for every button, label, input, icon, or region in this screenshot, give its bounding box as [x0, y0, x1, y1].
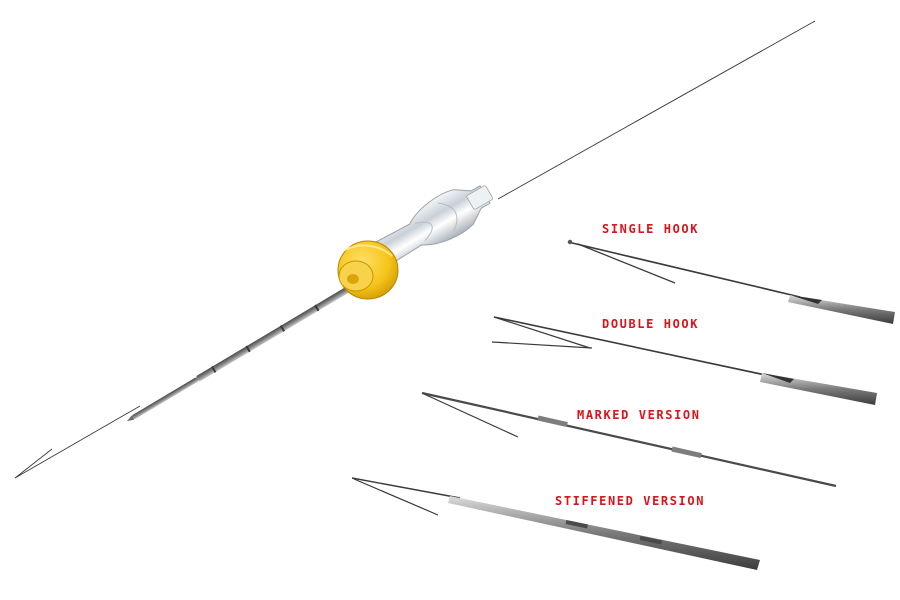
- guide-wire: [497, 20, 816, 200]
- stiffened-version-illustration: [351, 477, 760, 570]
- single-hook-label: SINGLE HOOK: [602, 222, 700, 236]
- double-hook-illustration: [491, 316, 877, 405]
- stiffened-version-cannula: [448, 496, 760, 570]
- stiffened-version-label: STIFFENED VERSION: [555, 494, 706, 508]
- double-hook-wire: [493, 316, 771, 377]
- double-hook-label: DOUBLE HOOK: [602, 317, 700, 331]
- marked-version-illustration: [421, 391, 837, 488]
- lower-wire: [14, 405, 141, 479]
- stiffened-version-wire: [351, 477, 461, 499]
- main-needle-assembly: [14, 20, 816, 479]
- yellow-cap: [337, 240, 399, 300]
- double-hook-barb-lower: [491, 341, 593, 349]
- main-wire-hook: [14, 448, 53, 479]
- marked-version-wire: [421, 391, 837, 488]
- single-hook-wire: [567, 241, 801, 298]
- stiffened-version-barb: [353, 478, 439, 516]
- double-hook-barb-upper: [493, 316, 591, 349]
- cannula-shaft: [126, 284, 353, 422]
- marked-version-barb: [423, 393, 519, 438]
- marked-band-1: [537, 415, 568, 428]
- single-hook-barb: [577, 243, 676, 284]
- clear-hub: [360, 185, 493, 275]
- marked-band-2: [671, 446, 702, 459]
- single-hook-illustration: [567, 239, 895, 324]
- marked-version-label: MARKED VERSION: [577, 408, 701, 422]
